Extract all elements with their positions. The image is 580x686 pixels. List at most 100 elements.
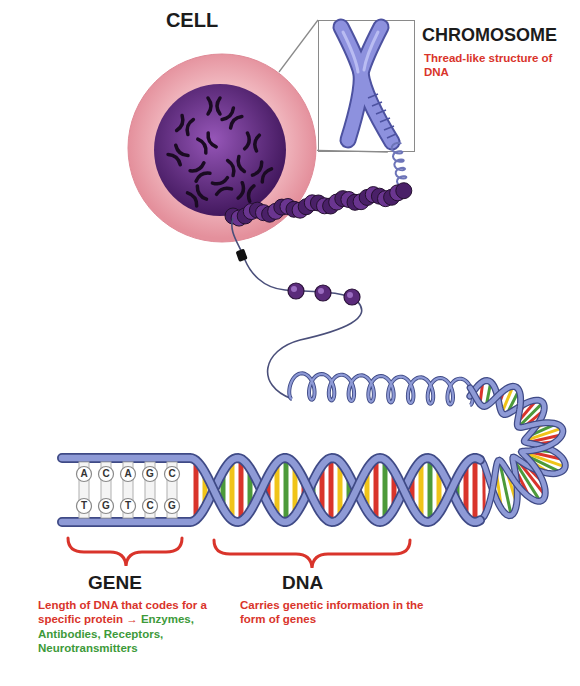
- base-letter: C: [102, 468, 109, 479]
- backbone-outline: [470, 381, 565, 516]
- base-pair: [329, 458, 334, 522]
- solenoid-bead: [268, 203, 284, 219]
- base-pair: [529, 460, 550, 474]
- chromatid-outline: [341, 27, 361, 140]
- solenoid-bead: [249, 202, 265, 218]
- chromatid: [361, 27, 392, 142]
- base-circle: [99, 467, 114, 482]
- solenoid-bead: [329, 194, 345, 210]
- base-pair: [194, 460, 199, 519]
- base-circle: [77, 499, 92, 514]
- base-pair: [473, 458, 478, 522]
- base-pair: [527, 424, 556, 437]
- solenoid-bead: [396, 183, 412, 199]
- chromatid: [341, 27, 361, 140]
- small-chromosome: [187, 186, 206, 206]
- base-pair: [455, 478, 460, 502]
- bead-highlight: [347, 292, 353, 298]
- chromatin-coil: [392, 143, 409, 195]
- base-pair: [517, 400, 536, 422]
- base-letter: G: [142, 466, 158, 482]
- small-chromosome: [222, 108, 242, 128]
- base-pair: [347, 475, 352, 505]
- coil-path-fill: [289, 373, 473, 405]
- base-letter: C: [98, 466, 114, 482]
- solenoid-bead: [341, 192, 357, 208]
- base-letter: A: [76, 466, 92, 482]
- base-circle: [121, 467, 136, 482]
- base-pair: [248, 468, 253, 511]
- solenoid-bead: [292, 202, 308, 218]
- small-chromosome: [177, 115, 194, 134]
- base-letter: G: [102, 500, 110, 511]
- gene-base-pairs: [77, 462, 180, 518]
- base-pair: [534, 442, 556, 445]
- base-pair: [525, 464, 544, 483]
- small-chromosome: [245, 133, 260, 151]
- base-letter: T: [81, 500, 87, 511]
- backbone-outline: [62, 458, 480, 522]
- base-pair: [203, 472, 208, 507]
- dna-note: Carries genetic information in the form …: [240, 598, 425, 627]
- base-letter: T: [125, 500, 131, 511]
- coil-path: [289, 373, 473, 405]
- base-pair: [428, 458, 433, 521]
- base-pair: [464, 464, 469, 517]
- base-pair: [514, 467, 529, 498]
- gene-note: Length of DNA that codes for a specific …: [38, 598, 233, 656]
- base-pair: [284, 458, 289, 522]
- base-circle: [165, 499, 180, 514]
- base-letter: C: [164, 466, 180, 482]
- solenoid-bead: [262, 206, 278, 222]
- base-circle: [165, 467, 180, 482]
- dna-bracket: [214, 540, 410, 568]
- base-circle: [143, 499, 158, 514]
- bead-highlight: [318, 288, 324, 294]
- solenoid-bead: [286, 201, 302, 217]
- bead-highlight: [291, 286, 297, 292]
- base-pair: [257, 485, 262, 494]
- chromosome-drawing: [341, 27, 396, 142]
- zoom-line: [317, 150, 388, 152]
- small-chromosome: [238, 183, 254, 202]
- base-pair: [437, 467, 442, 513]
- base-pair: [221, 472, 226, 509]
- backbone: [470, 386, 563, 520]
- solenoid-bead: [353, 194, 369, 210]
- base-letter: C: [146, 500, 153, 511]
- base-pair: [383, 460, 388, 521]
- base-circle: [121, 499, 136, 514]
- solenoid-fiber: [225, 183, 412, 226]
- base-pair: [507, 390, 519, 414]
- solenoid-bead: [347, 194, 363, 210]
- cell-circle: CELL: [127, 53, 317, 243]
- solenoid-bead: [335, 191, 351, 207]
- gene-base-pair: [123, 462, 133, 518]
- solenoid-bead: [225, 208, 241, 224]
- solenoid-bead: [323, 198, 339, 214]
- solenoid-bead: [378, 191, 394, 207]
- solenoid-bead: [317, 198, 333, 214]
- base-circle: [99, 499, 114, 514]
- base-pair: [320, 465, 325, 514]
- base-pair: [526, 451, 563, 459]
- base-pair: [522, 452, 565, 467]
- backbone: [470, 381, 565, 516]
- nucleosome-bead: [344, 289, 360, 305]
- dna-thread: [232, 218, 362, 399]
- backbone-outline: [62, 458, 480, 522]
- base-letter: C: [168, 468, 175, 479]
- base-pair: [519, 403, 526, 413]
- base-letter: G: [146, 468, 154, 479]
- base-pair: [374, 459, 379, 521]
- solenoid-bead: [390, 185, 406, 201]
- nucleosome-bead: [288, 283, 304, 299]
- base-pair: [311, 481, 316, 499]
- base-letter: G: [164, 498, 180, 514]
- base-pair: [524, 410, 544, 427]
- gene-base-pair: [79, 462, 89, 518]
- base-pair: [527, 435, 562, 443]
- cell-title: CELL: [97, 8, 287, 32]
- base-pair: [275, 462, 280, 517]
- base-pair: [410, 473, 415, 506]
